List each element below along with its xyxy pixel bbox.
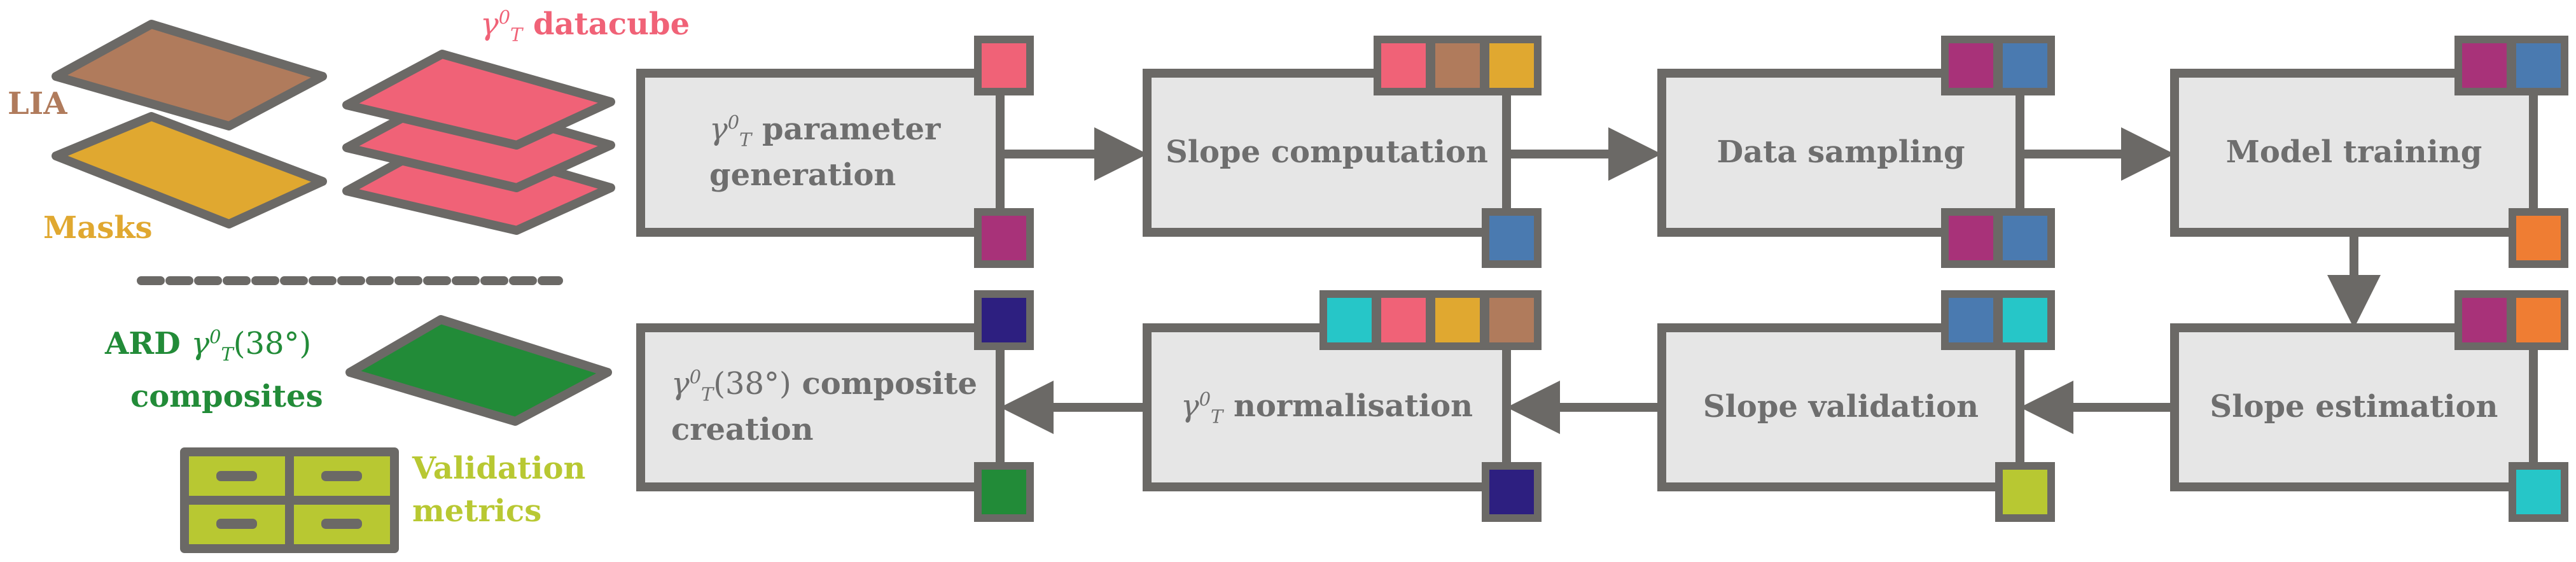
- slope-input-masks-square: [1482, 36, 1542, 95]
- step-slope-estimation-box: [2170, 323, 2538, 491]
- validation-metrics-line1: Validation: [412, 451, 586, 486]
- datacube-layer-1: [342, 50, 615, 150]
- validation-output-metrics-square: [1995, 462, 2055, 522]
- masks-label: Masks: [43, 210, 153, 246]
- step-data-sampling-label: Data sampling: [1716, 134, 1965, 171]
- sampling-input-blue-square: [1995, 36, 2055, 95]
- step-slope-validation-box: [1657, 323, 2024, 491]
- metrics-drawer-handle-1: [216, 471, 257, 481]
- slope-output-blue-square: [1482, 208, 1542, 268]
- metrics-drawer-handle-2: [321, 471, 362, 481]
- step-model-training-label: Model training: [2225, 134, 2482, 171]
- ard-composites-line2: composites: [130, 379, 323, 414]
- composite-symbol: γ0T: [671, 366, 714, 405]
- composite-input-navy-square: [974, 290, 1034, 350]
- normalisation-symbol: γ0T: [1181, 388, 1223, 428]
- datacube-symbol: γ0T: [480, 6, 523, 46]
- step-normalisation-box: [1143, 323, 1511, 491]
- validation-input-teal-square: [1995, 290, 2055, 350]
- normalisation-input-lia-square: [1482, 290, 1542, 350]
- datacube-label: γ0T datacube: [480, 6, 690, 46]
- step-param-generation-label: γ0T parameter generation: [709, 111, 941, 193]
- composite-output-green-square: [974, 462, 1034, 522]
- normalisation-input-datacube-square: [1374, 290, 1433, 350]
- step-slope-computation-label: Slope computation: [1166, 134, 1488, 171]
- estimation-input-orange-square: [2509, 290, 2568, 350]
- param-output-magenta-square: [974, 208, 1034, 268]
- step-data-sampling-box: [1657, 69, 2024, 237]
- training-output-orange-square: [2509, 208, 2568, 268]
- lia-layer: [52, 20, 327, 130]
- sampling-output-blue-square: [1995, 208, 2055, 268]
- training-input-blue-square: [2509, 36, 2568, 95]
- metrics-drawer-handle-3: [216, 519, 257, 529]
- param-symbol: γ0T: [709, 111, 752, 151]
- validation-metrics-line2: metrics: [412, 493, 542, 529]
- step-slope-validation-label: Slope validation: [1702, 389, 1979, 425]
- step-composite-creation-box: [636, 323, 1005, 491]
- step-slope-estimation-label: Slope estimation: [2210, 389, 2498, 425]
- normalisation-input-teal-square: [1319, 290, 1379, 350]
- normalisation-output-navy-square: [1482, 462, 1542, 522]
- composite-layer: [345, 315, 612, 426]
- step-param-generation-box: [636, 69, 1005, 237]
- lia-label: LIA: [8, 86, 67, 122]
- step-model-training-box: [2170, 69, 2538, 237]
- masks-layer: [52, 112, 327, 228]
- ard-symbol: γ0T: [191, 326, 233, 365]
- sampling-input-magenta-square: [1941, 36, 2001, 95]
- estimation-output-teal-square: [2509, 462, 2568, 522]
- param-input-datacube-square: [974, 36, 1034, 95]
- ard-composites-label: ARD γ0T(38°): [105, 326, 312, 365]
- metrics-drawer-handle-4: [321, 519, 362, 529]
- step-composite-creation-label: γ0T(38°) composite creation: [671, 366, 978, 448]
- step-normalisation-label: γ0T normalisation: [1181, 388, 1473, 428]
